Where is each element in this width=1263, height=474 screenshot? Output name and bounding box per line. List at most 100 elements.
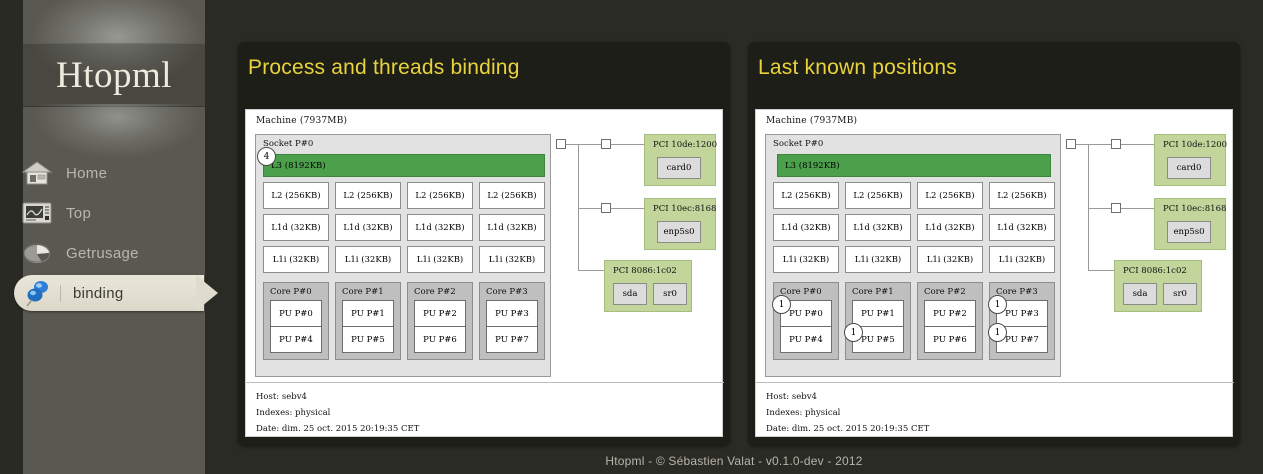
tree-wire	[566, 144, 602, 145]
info-indexes: Indexes: physical	[766, 408, 841, 418]
cache-box: L1i (32KB)	[773, 246, 839, 273]
pu-box: PU P#7	[486, 326, 538, 353]
cache-box: L2 (256KB)	[263, 182, 329, 209]
cache-box: L1i (32KB)	[989, 246, 1055, 273]
tree-wire	[1076, 144, 1112, 145]
l3-cache-box: L3 (8192KB)	[263, 154, 545, 177]
pci-device: card0	[1167, 157, 1211, 179]
brand-band: Htopml	[23, 43, 205, 107]
machine-label: Machine (7937MB)	[766, 116, 858, 126]
pu-box: PU P#4	[780, 326, 832, 353]
pci-group-label: PCI 8086:1c02	[613, 266, 677, 276]
cache-box: L2 (256KB)	[917, 182, 983, 209]
cache-box: L1d (32KB)	[773, 214, 839, 241]
pci-device: enp5s0	[657, 221, 701, 243]
l2-cache-row: L2 (256KB)L2 (256KB)L2 (256KB)L2 (256KB)	[263, 182, 545, 209]
status-bar: Htopml - © Sébastien Valat - v0.1.0-dev …	[205, 448, 1263, 474]
core-label: Core P#2	[924, 287, 966, 297]
cache-box: L1i (32KB)	[335, 246, 401, 273]
pu-box: PU P#0	[270, 300, 322, 327]
pie-icon	[20, 238, 54, 268]
sidebar-item-home[interactable]: Home	[0, 153, 205, 193]
cache-box: L1i (32KB)	[407, 246, 473, 273]
core-label: Core P#0	[780, 287, 822, 297]
tree-wire	[1121, 144, 1154, 145]
cache-box: L1d (32KB)	[989, 214, 1055, 241]
tree-wire	[578, 144, 579, 270]
pci-device: sda	[1123, 283, 1157, 305]
cache-box: L1d (32KB)	[263, 214, 329, 241]
l3-cache-label: L3 (8192KB)	[271, 161, 326, 171]
topology-diagram: Machine (7937MB) Socket P#0 L3 (8192KB) L2 …	[755, 109, 1234, 437]
pci-bridge-node	[601, 203, 611, 213]
sidebar-nav: Home Top	[0, 153, 218, 313]
sidebar-selection-highlight	[14, 275, 204, 311]
info-indexes: Indexes: physical	[256, 408, 331, 418]
cache-box: L2 (256KB)	[773, 182, 839, 209]
core-badge: 1	[988, 323, 1007, 342]
core-label: Core P#1	[852, 287, 894, 297]
cache-box: L2 (256KB)	[479, 182, 545, 209]
pu-box: PU P#1	[342, 300, 394, 327]
sidebar-item-label: Getrusage	[66, 244, 139, 262]
pci-device: card0	[657, 157, 701, 179]
cache-box: L1d (32KB)	[917, 214, 983, 241]
monitor-icon	[20, 198, 54, 228]
pci-group-label: PCI 10de:1200	[1163, 140, 1228, 150]
l2-cache-row: L2 (256KB)L2 (256KB)L2 (256KB)L2 (256KB)	[773, 182, 1055, 209]
sidebar-item-binding[interactable]: binding	[0, 273, 218, 313]
core-label: Core P#0	[270, 287, 312, 297]
pci-bridge-node	[1111, 203, 1121, 213]
socket-label: Socket P#0	[773, 139, 824, 149]
cache-box: L1d (32KB)	[407, 214, 473, 241]
pci-device-group: PCI 10de:1200 card0	[1154, 134, 1228, 186]
sidebar-item-label: Top	[66, 204, 92, 222]
cache-box: L2 (256KB)	[335, 182, 401, 209]
sidebar: Htopml Home	[0, 0, 218, 474]
cache-box: L1i (32KB)	[263, 246, 329, 273]
socket-label: Socket P#0	[263, 139, 314, 149]
pu-box: PU P#1	[852, 300, 904, 327]
status-bar-text: Htopml - © Sébastien Valat - v0.1.0-dev …	[605, 454, 863, 468]
pci-root-node	[556, 139, 566, 149]
tree-wire	[1121, 208, 1154, 209]
sidebar-item-label: Home	[66, 164, 108, 182]
cache-box: L1i (32KB)	[845, 246, 911, 273]
core-badge: 1	[988, 295, 1007, 314]
pu-box: PU P#3	[486, 300, 538, 327]
pu-box: PU P#2	[924, 300, 976, 327]
info-date: Date: dim. 25 oct. 2015 20:19:35 CET	[256, 424, 420, 434]
l3-cache-label: L3 (8192KB)	[785, 161, 840, 171]
pci-device: sr0	[653, 283, 687, 305]
cache-box: L1d (32KB)	[845, 214, 911, 241]
sidebar-item-top[interactable]: Top	[0, 193, 205, 233]
cache-box: L2 (256KB)	[407, 182, 473, 209]
sidebar-item-label: binding	[60, 284, 123, 302]
cache-box: L2 (256KB)	[845, 182, 911, 209]
core-badge: 1	[772, 295, 791, 314]
tree-wire	[611, 208, 644, 209]
tree-wire	[1088, 144, 1089, 270]
core-label: Core P#3	[486, 287, 528, 297]
house-icon	[20, 158, 54, 188]
sidebar-item-getrusage[interactable]: Getrusage	[0, 233, 205, 273]
sidebar-glow-top	[23, 0, 205, 132]
tree-wire	[1088, 208, 1112, 209]
